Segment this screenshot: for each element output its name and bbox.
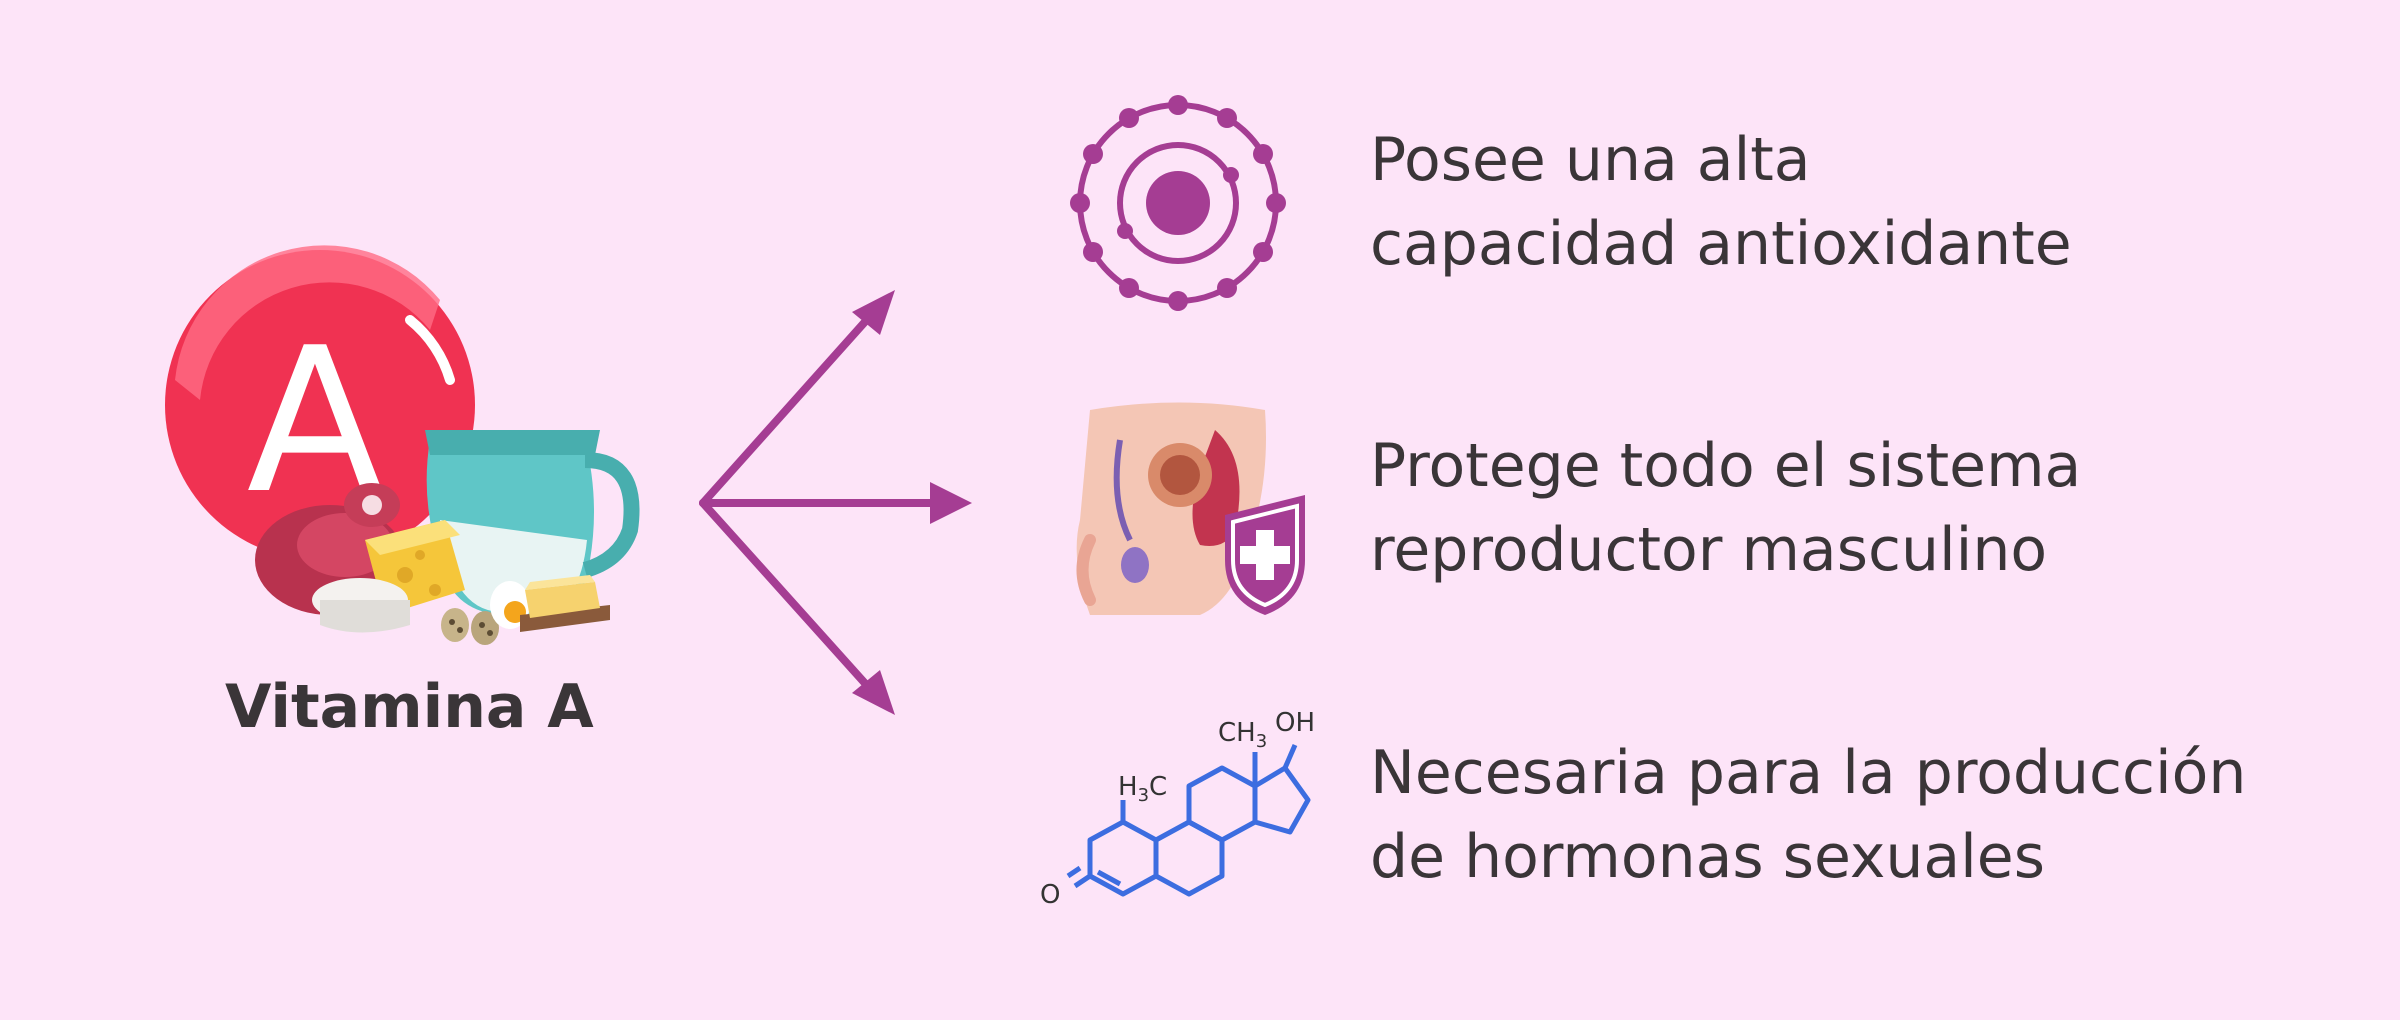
steroid-hormone-molecule-icon [1066,744,1311,897]
benefit-hormones-line-2: de hormonas sexuales [1370,822,2045,892]
vitamin-title: Vitamina A [225,672,594,742]
molecule-label-ch3: CH3 [1218,718,1267,752]
vitamin-a-foods-illustration: A [165,245,640,645]
benefit-reproductive-line-1: Protege todo el sistema [1370,431,2082,501]
soft-cheese-icon [312,578,410,633]
milk-jug-icon [425,430,640,615]
h3c-main: H [1118,772,1138,802]
molecule-label-oxygen: O [1040,880,1061,910]
arrows-group [699,301,959,704]
antioxidant-atom-icon [1070,95,1286,311]
ch3-main: CH [1218,718,1256,748]
eggs-icon [441,581,530,645]
arrow-up [699,301,884,507]
ch3-sub: 3 [1255,731,1268,753]
butter-icon [520,575,610,632]
h3c-sub: 3 [1137,785,1150,807]
benefit-reproductive: Protege todo el sistema reproductor masc… [1370,424,2081,592]
molecule-label-oh: OH [1275,708,1316,738]
benefit-antioxidant: Posee una alta capacidad antioxidante [1370,118,2072,286]
h3c-end: C [1149,772,1168,802]
benefit-hormones-line-1: Necesaria para la producción [1370,738,2247,808]
benefit-reproductive-line-2: reproductor masculino [1370,515,2048,585]
benefit-hormones: Necesaria para la producción de hormonas… [1370,731,2246,899]
molecule-label-h3c: H3C [1118,772,1167,806]
vitamin-sphere [165,250,475,560]
male-reproductive-shield-icon [1076,402,1305,615]
benefit-antioxidant-line-2: capacidad antioxidante [1370,209,2072,279]
arrowheads [852,290,972,715]
benefit-antioxidant-line-1: Posee una alta [1370,125,1811,195]
arrow-down [699,499,884,704]
